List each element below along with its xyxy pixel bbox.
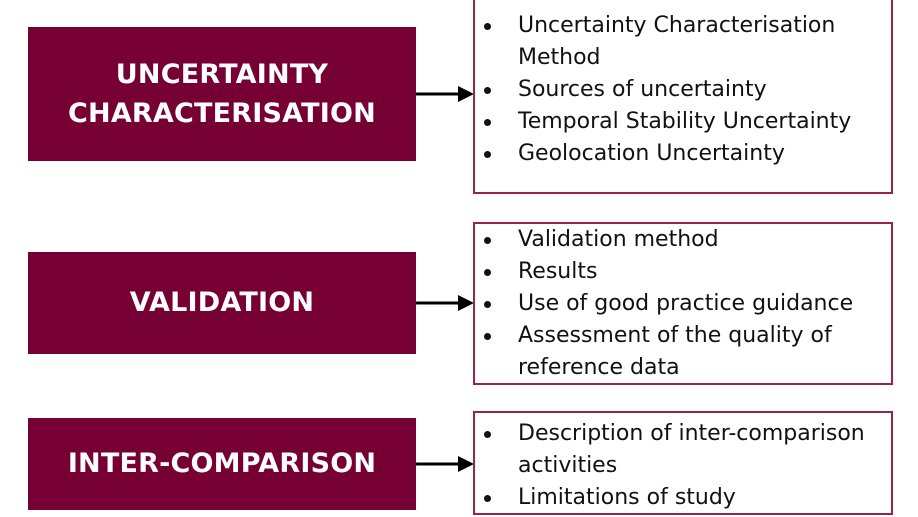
arrow-right-icon [416, 456, 474, 472]
validation-list: Validation method Results Use of good pr… [475, 224, 891, 383]
list-item: Use of good practice guidance [475, 288, 891, 320]
validation-box: VALIDATION [28, 252, 416, 354]
list-item: Temporal Stability Uncertainty [475, 106, 891, 138]
list-item: Validation method [475, 224, 891, 256]
arrow-right-icon [416, 295, 474, 311]
list-item: Sources of uncertainty [475, 74, 891, 106]
inter-comparison-list-box: Description of inter-comparison activiti… [473, 411, 893, 515]
inter-comparison-list: Description of inter-comparison activiti… [475, 418, 891, 513]
validation-label: VALIDATION [129, 287, 315, 319]
uncertainty-characterisation-box: UNCERTAINTY CHARACTERISATION [28, 27, 416, 161]
validation-list-box: Validation method Results Use of good pr… [473, 222, 893, 385]
arrow-right-icon [416, 86, 474, 102]
uncertainty-characterisation-list-box: Uncertainty Characterisation Method Sour… [473, 0, 893, 194]
uncertainty-characterisation-label: UNCERTAINTY CHARACTERISATION [68, 58, 376, 129]
list-item: Results [475, 256, 891, 288]
list-item: Description of inter-comparison activiti… [475, 418, 891, 482]
uncertainty-characterisation-list: Uncertainty Characterisation Method Sour… [475, 10, 891, 170]
list-item: Limitations of study [475, 482, 891, 513]
inter-comparison-box: INTER-COMPARISON [28, 418, 416, 510]
list-item: Geolocation Uncertainty [475, 138, 891, 170]
list-item: Assessment of the quality of reference d… [475, 320, 891, 383]
list-item: Uncertainty Characterisation Method [475, 10, 891, 74]
inter-comparison-label: INTER-COMPARISON [67, 448, 377, 480]
